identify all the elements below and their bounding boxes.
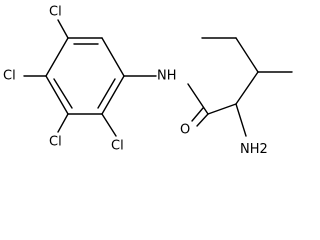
atom-cl-bottom-left: Cl xyxy=(49,135,62,150)
bond-carbonyl-o xyxy=(196,113,209,127)
atom-nh: NH xyxy=(157,69,177,84)
atom-cl-bottom-right: Cl xyxy=(111,139,124,154)
atom-cl-top: Cl xyxy=(49,5,62,20)
ring-bond-3 xyxy=(101,75,125,115)
bond-carbonyl-alpha xyxy=(207,103,237,115)
atom-o: O xyxy=(180,123,190,138)
atom-cl-left: Cl xyxy=(3,69,16,84)
ring-bond-6 xyxy=(45,37,69,77)
bond-cl-bottom-left xyxy=(57,113,69,133)
bond-carbonyl-o-double xyxy=(191,107,204,122)
ring-bond-5 xyxy=(45,75,69,115)
bond-cl-bottom-right xyxy=(101,113,117,137)
ring-double-bond-3 xyxy=(53,78,73,109)
bond-beta-ethyl-1 xyxy=(235,37,259,73)
ring-double-bond-2 xyxy=(97,78,116,109)
bond-cl-top xyxy=(57,19,69,39)
atom-nh2: NH2 xyxy=(240,142,268,157)
structure-canvas: Cl Cl Cl Cl NH O NH2 xyxy=(3,4,293,157)
bond-alpha-beta xyxy=(235,71,259,105)
bond-alpha-nh2 xyxy=(235,103,247,137)
chemical-structure: Cl Cl Cl Cl NH O NH2 xyxy=(3,5,293,157)
ring-bond-2 xyxy=(101,37,125,77)
bond-n-carbonyl xyxy=(187,83,209,115)
benzene-ring xyxy=(45,37,125,115)
